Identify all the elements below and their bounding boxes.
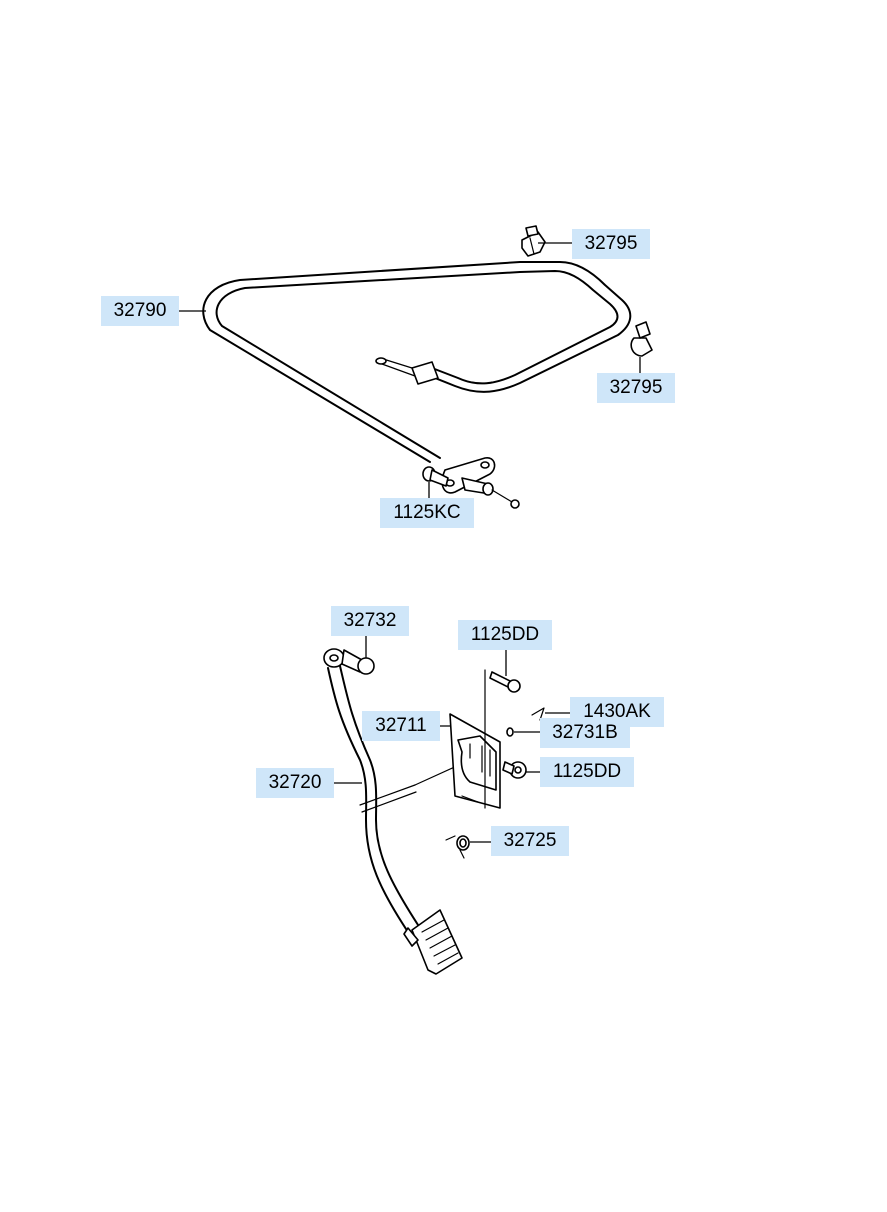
leader-lines	[170, 242, 641, 843]
label-1125dd-right: 1125DD	[540, 757, 634, 787]
cable-clip-top-icon	[521, 225, 546, 257]
label-32731b: 32731B	[540, 718, 630, 748]
label-1125dd-top: 1125DD	[458, 620, 552, 650]
label-1125kc: 1125KC	[380, 498, 474, 528]
label-32795-top: 32795	[572, 229, 650, 259]
label-32795-bottom: 32795	[597, 373, 675, 403]
bolt-1125dd-right-icon	[502, 761, 527, 779]
label-32790: 32790	[101, 296, 179, 326]
cable-clip-bottom-icon	[630, 321, 653, 357]
accelerator-cable	[202, 261, 632, 509]
label-32732: 32732	[331, 606, 409, 636]
pin-1430ak-icon	[531, 707, 545, 721]
accelerator-pedal	[323, 648, 471, 975]
label-32711: 32711	[362, 711, 440, 741]
label-32720: 32720	[256, 768, 334, 798]
pedal-bracket-icon	[449, 669, 501, 809]
label-32725: 32725	[491, 826, 569, 856]
nut-32731b-icon	[506, 727, 514, 737]
bolt-1125kc-icon	[422, 466, 449, 487]
bolt-1125dd-top-icon	[489, 671, 521, 693]
return-spring-icon	[445, 835, 470, 859]
